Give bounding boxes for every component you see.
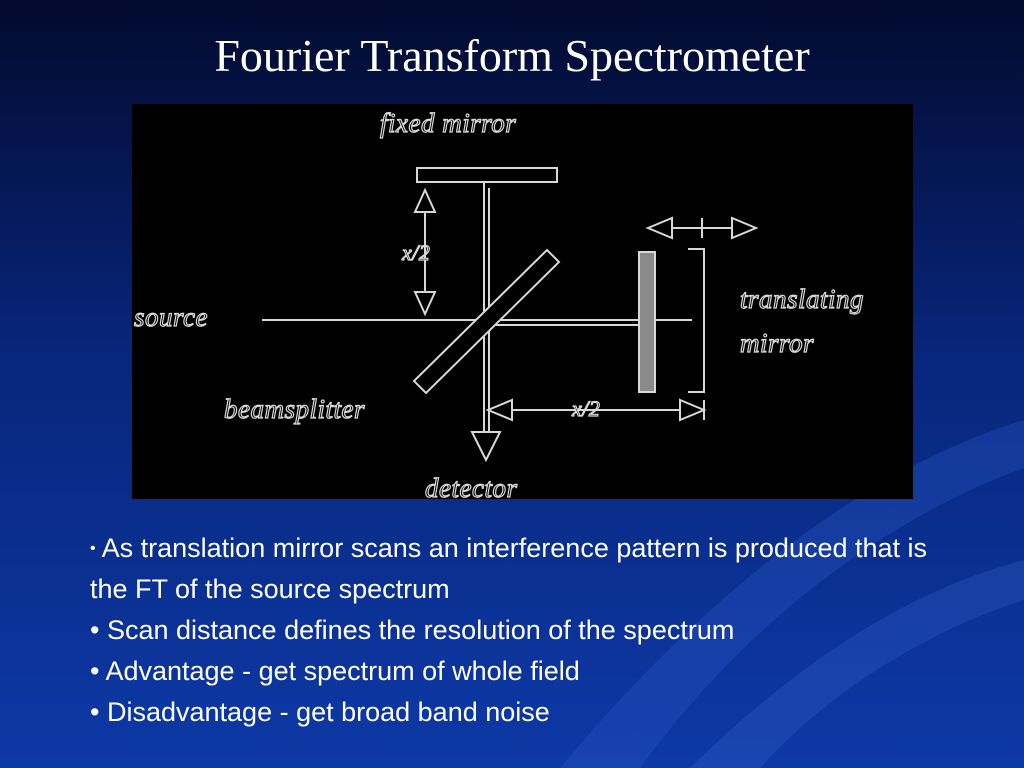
bullet-marker: •	[90, 540, 96, 557]
bullet-text: Disadvantage - get broad band noise	[106, 697, 550, 727]
vertical-distance-bottom-head	[413, 291, 437, 317]
label-fixed-mirror: fixed mirror	[380, 108, 516, 138]
bullet-item: • As translation mirror scans an interfe…	[90, 528, 970, 610]
motion-arrow-right-head	[731, 216, 759, 240]
label-distance-horizontal: x/2	[571, 396, 600, 421]
diagram-svg: fixed mirror source beamsplitter detecto…	[133, 107, 864, 499]
bullet-list: • As translation mirror scans an interfe…	[90, 528, 970, 733]
label-source: source	[134, 302, 208, 332]
label-beamsplitter: beamsplitter	[224, 394, 365, 424]
translating-bracket	[688, 248, 705, 393]
label-distance-vertical: x/2	[401, 240, 430, 265]
spectrometer-diagram: fixed mirror source beamsplitter detecto…	[132, 104, 913, 499]
bullet-text: Scan distance defines the resolution of …	[106, 615, 735, 645]
beamsplitter	[412, 248, 561, 395]
vertical-distance-top-head	[413, 187, 437, 213]
bullet-text: As translation mirror scans an interfere…	[90, 533, 928, 604]
motion-arrow-left-head	[645, 216, 673, 240]
bullet-item: • Scan distance defines the resolution o…	[90, 615, 735, 645]
translating-mirror	[638, 251, 656, 393]
label-translating: translating	[740, 284, 864, 314]
detector-arrow	[470, 431, 502, 463]
horizontal-distance-left-head	[485, 398, 513, 422]
bullet-item: • Disadvantage - get broad band noise	[90, 697, 550, 727]
slide-title: Fourier Transform Spectrometer	[214, 30, 810, 81]
label-mirror: mirror	[740, 328, 814, 358]
bullet-item: • Advantage - get spectrum of whole fiel…	[90, 656, 580, 686]
bullet-text: Advantage - get spectrum of whole field	[105, 656, 580, 686]
label-detector: detector	[425, 473, 517, 499]
fixed-mirror	[416, 167, 558, 183]
horizontal-distance-right-head	[679, 398, 707, 422]
